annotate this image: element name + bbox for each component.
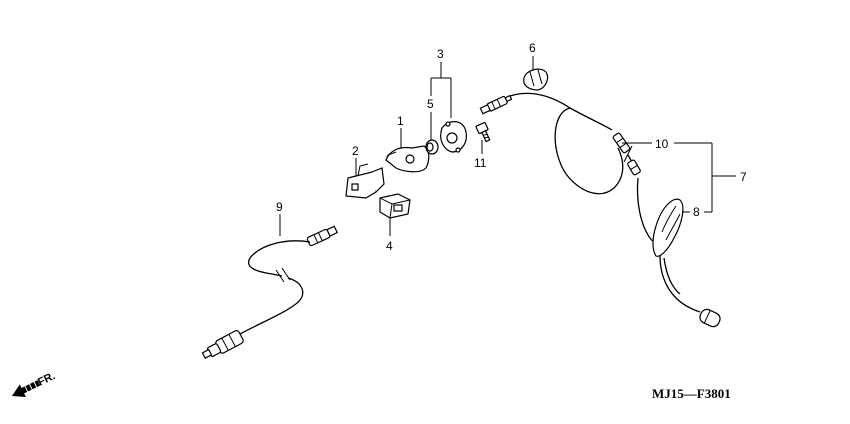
part-1-plate: [385, 145, 430, 173]
callout-5: 5: [427, 97, 434, 111]
part-2-bracket: [345, 163, 385, 199]
front-direction-arrow: FR.: [12, 370, 57, 398]
part-4-grommet: [379, 193, 411, 219]
part-6-clip: [523, 68, 549, 91]
part-7-cable-assembly: [479, 92, 721, 328]
callout-1: 1: [397, 114, 404, 128]
part-11-bolt: [475, 121, 491, 143]
callout-3: 3: [437, 47, 444, 61]
callout-labels: 1 2 3 4 5 6 7 8 9 10 11: [276, 41, 747, 253]
callout-10: 10: [655, 137, 669, 151]
part-9-cable: [201, 225, 339, 359]
callout-4: 4: [386, 239, 393, 253]
fr-label: FR.: [36, 370, 57, 389]
part-8-boot: [652, 198, 684, 257]
callout-8: 8: [693, 205, 700, 219]
diagram-code: MJ15—F3801: [652, 386, 731, 401]
leader-lines: [279, 56, 736, 236]
callout-11: 11: [474, 156, 487, 170]
part-3-sensor-plate: [440, 121, 467, 153]
callout-6: 6: [529, 41, 536, 55]
callout-7: 7: [740, 170, 747, 184]
part-5-collar: [425, 139, 439, 155]
callout-2: 2: [352, 144, 359, 158]
callout-9: 9: [276, 200, 283, 214]
